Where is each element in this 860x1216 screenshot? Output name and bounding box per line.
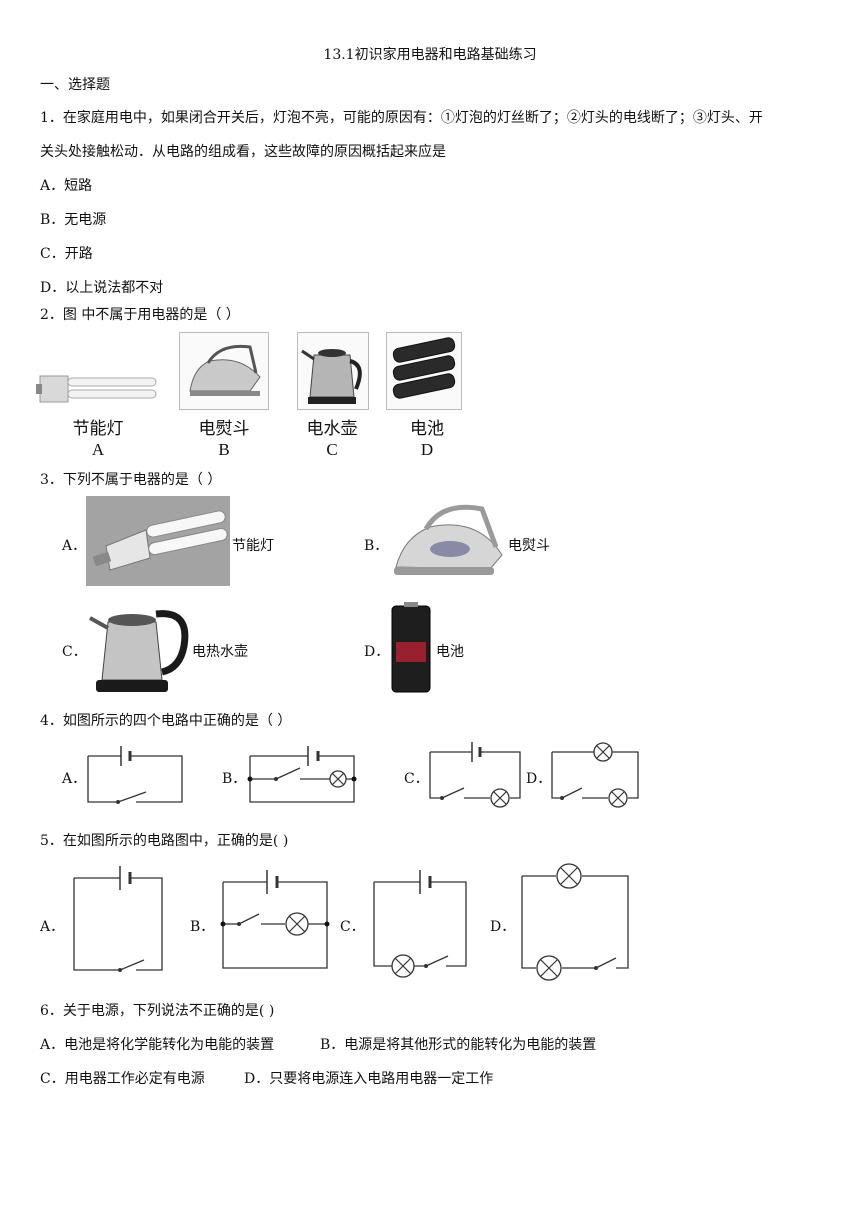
q4-text: 4．如图所示的四个电路中正确的是（ ）: [40, 713, 292, 729]
q3-option-d-letter[interactable]: D．: [364, 644, 390, 660]
q4-option-b-letter[interactable]: B．: [222, 771, 247, 787]
q2-text: 2．图 中不属于用电器的是（ ）: [40, 307, 240, 323]
q1-option-c[interactable]: C．开路: [40, 246, 93, 262]
q2-letter-b[interactable]: B: [218, 440, 230, 459]
q2-lamp-image: [36, 375, 157, 403]
section-heading: 一、选择题: [40, 77, 110, 93]
q1-text-line1: 1．在家庭用电中，如果闭合开关后，灯泡不亮，可能的原因有：①灯泡的灯丝断了；②灯…: [40, 110, 763, 126]
q2-letter-a[interactable]: A: [91, 440, 105, 459]
q6-option-d[interactable]: D．只要将电源连入电路用电器一定工作: [244, 1071, 494, 1087]
q4-circuit-c: [429, 742, 521, 808]
q5-circuit-a: [73, 866, 163, 972]
q4-circuit-b: [247, 746, 357, 803]
q2-kettle-image: [297, 332, 369, 410]
q2-letter-d[interactable]: D: [420, 440, 434, 459]
q6-option-b[interactable]: B．电源是将其他形式的能转化为电能的装置: [320, 1037, 597, 1053]
q1-option-d[interactable]: D．以上说法都不对: [40, 280, 164, 296]
q3-option-a-label: 节能灯: [232, 538, 274, 554]
q2-caption-c: 电水壶: [306, 419, 358, 439]
q3-option-c-label: 电热水壶: [192, 644, 248, 660]
q5-text: 5．在如图所示的电路图中，正确的是( ): [40, 833, 289, 849]
q2-caption-b: 电熨斗: [198, 419, 250, 439]
q5-option-a-letter[interactable]: A．: [40, 919, 65, 935]
q1-option-b[interactable]: B．无电源: [40, 212, 107, 228]
q4-option-c-letter[interactable]: C．: [404, 771, 429, 787]
q6-text: 6．关于电源，下列说法不正确的是( ): [40, 1003, 275, 1019]
q2-caption-d: 电池: [410, 419, 444, 439]
q3-battery-image: [391, 602, 431, 693]
q4-option-a-letter[interactable]: A．: [62, 771, 87, 787]
q5-circuit-c: [373, 870, 467, 978]
q6-option-c[interactable]: C．用电器工作必定有电源: [40, 1071, 205, 1087]
q5-circuit-b: [220, 870, 330, 969]
q4-option-d-letter[interactable]: D．: [526, 771, 552, 787]
q3-text: 3．下列不属于电器的是（ ）: [40, 472, 222, 488]
q3-option-d-label: 电池: [436, 644, 464, 660]
q5-option-b-letter[interactable]: B．: [190, 919, 215, 935]
q3-option-b-letter[interactable]: B．: [364, 538, 389, 554]
q6-option-a[interactable]: A．电池是将化学能转化为电能的装置: [40, 1037, 275, 1053]
page-title: 13.1初识家用电器和电路基础练习: [323, 47, 537, 63]
q2-caption-a: 节能灯: [72, 419, 124, 439]
q3-option-b-label: 电熨斗: [508, 538, 550, 554]
q3-kettle-image: [89, 610, 189, 692]
q5-option-c-letter[interactable]: C．: [340, 919, 365, 935]
q4-circuit-d: [551, 742, 639, 808]
q5-option-d-letter[interactable]: D．: [490, 919, 516, 935]
q3-lamp-image: [86, 496, 230, 586]
q2-letter-c[interactable]: C: [326, 440, 338, 459]
q5-circuit-d: [521, 863, 629, 981]
q3-option-a-letter[interactable]: A．: [62, 538, 87, 554]
q1-option-a[interactable]: A．短路: [40, 178, 93, 194]
q1-text-line2: 关头处接触松动．从电路的组成看，这些故障的原因概括起来应是: [40, 144, 446, 160]
q3-option-c-letter[interactable]: C．: [62, 644, 87, 660]
q2-iron-image: [179, 332, 269, 410]
q2-battery-image: [386, 332, 462, 410]
q4-circuit-a: [87, 746, 183, 804]
q3-iron-image: [394, 504, 503, 575]
